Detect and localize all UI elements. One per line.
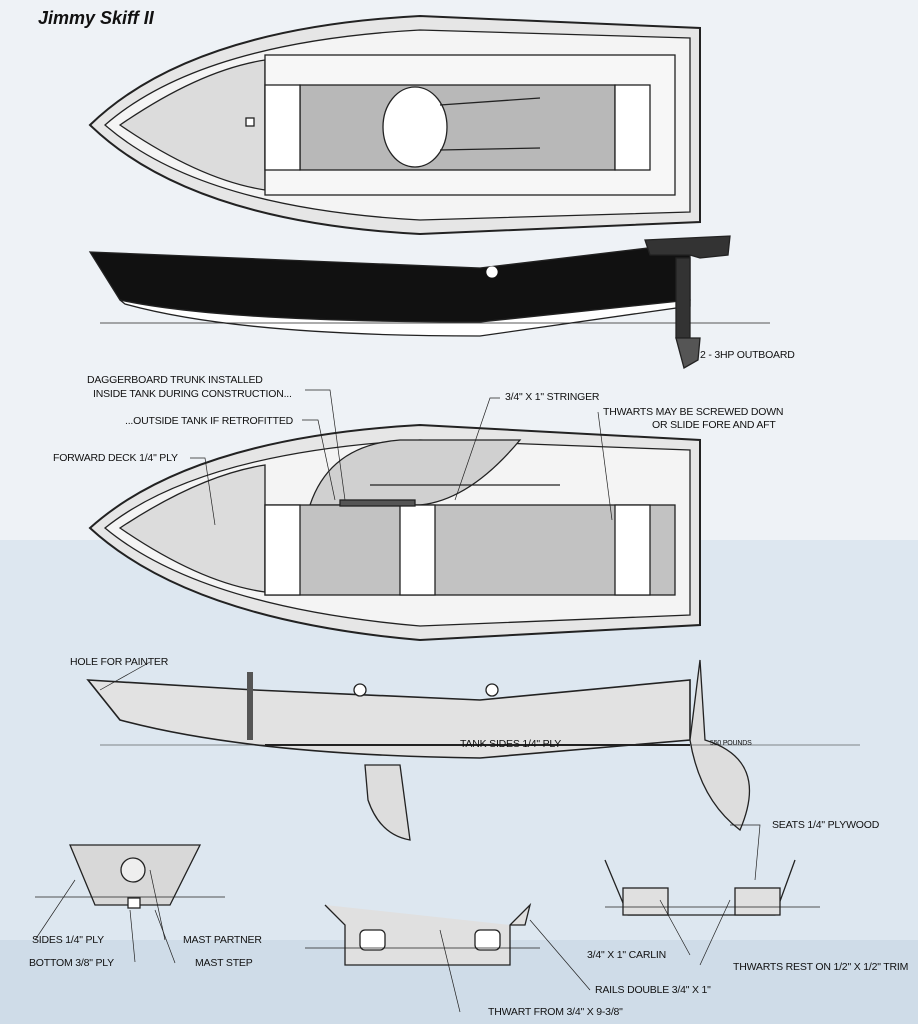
label-thwarts-1: THWARTS MAY BE SCREWED DOWN: [603, 406, 784, 418]
label-sides: SIDES 1/4" PLY: [32, 934, 104, 946]
label-mast-step: MAST STEP: [195, 957, 253, 969]
label-outboard: 2 - 3HP OUTBOARD: [700, 349, 795, 361]
label-rails: RAILS DOUBLE 3/4" X 1": [595, 984, 711, 996]
label-daggerboard-2: INSIDE TANK DURING CONSTRUCTION...: [93, 388, 292, 400]
cross-section-aft: [604, 859, 820, 916]
label-pounds: 550 POUNDS: [710, 740, 752, 747]
side-profile: [86, 659, 860, 841]
label-forward-deck: FORWARD DECK 1/4" PLY: [53, 452, 178, 464]
cross-section-forward: [35, 844, 225, 909]
page-title: Jimmy Skiff II: [38, 8, 154, 28]
outboard-motor-icon: [644, 235, 731, 369]
label-carlin: 3/4" X 1" CARLIN: [587, 949, 666, 961]
label-thwarts-2: OR SLIDE FORE AND AFT: [652, 419, 776, 431]
label-thwart-from: THWART FROM 3/4" X 9-3/8": [488, 1006, 623, 1018]
label-hole-painter: HOLE FOR PAINTER: [70, 656, 169, 668]
label-seats: SEATS 1/4" PLYWOOD: [772, 819, 880, 831]
cross-section-middle: [305, 902, 540, 966]
label-tank-sides: TANK SIDES 1/4" PLY: [460, 738, 562, 750]
label-outside-tank: ...OUTSIDE TANK IF RETROFITTED: [125, 415, 294, 427]
label-stringer: 3/4" X 1" STRINGER: [505, 391, 600, 403]
plan-view-top: [88, 14, 701, 236]
label-thwarts-rest: THWARTS REST ON 1/2" X 1/2" TRIM: [733, 961, 909, 973]
person-figure: [382, 86, 448, 168]
label-mast-partner: MAST PARTNER: [183, 934, 262, 946]
label-bottom: BOTTOM 3/8" PLY: [29, 957, 114, 969]
plan-view-bottom: [88, 423, 701, 642]
label-daggerboard-1: DAGGERBOARD TRUNK INSTALLED: [87, 374, 263, 386]
profile-view: [88, 242, 770, 337]
leader-lines: [34, 389, 761, 1013]
